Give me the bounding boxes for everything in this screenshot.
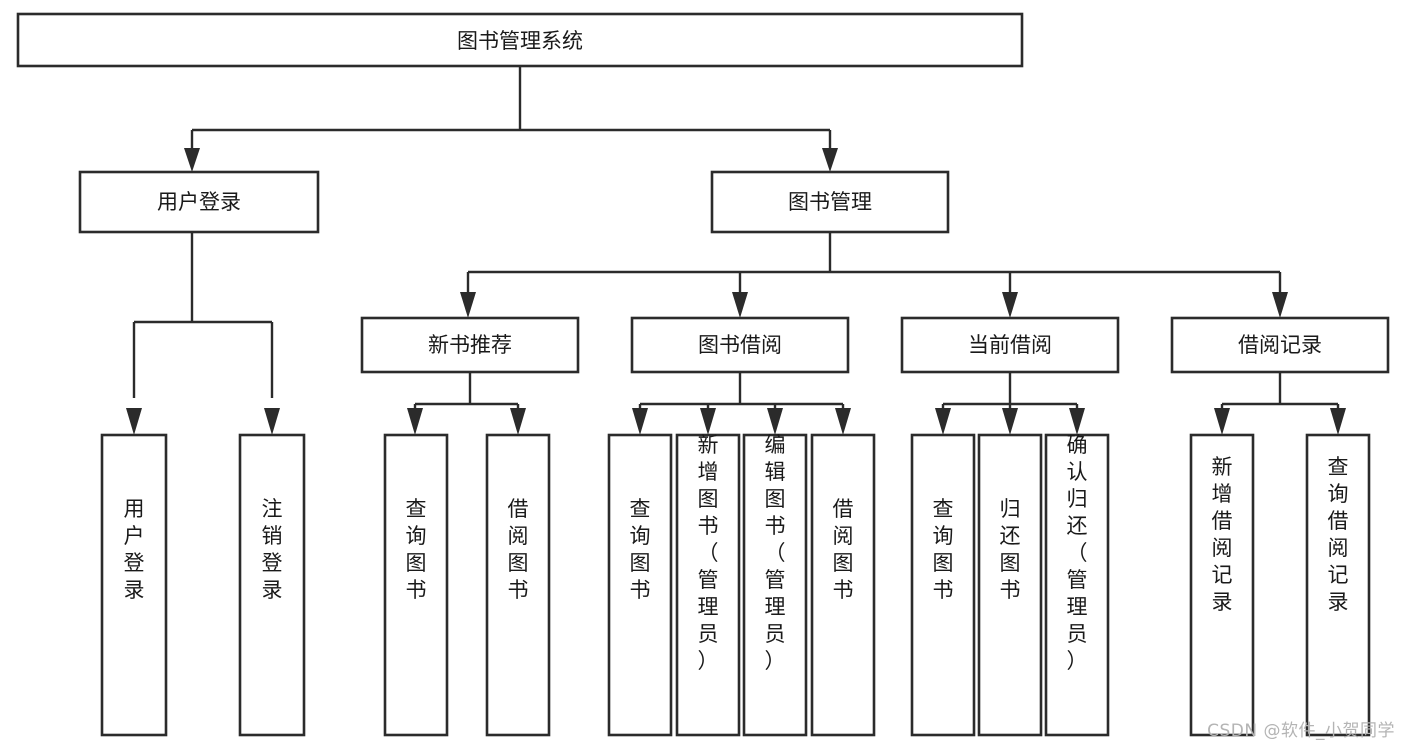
node-leaf-currentborrow-query-box[interactable] [910, 433, 976, 737]
arrow-head-borrowrecords [1272, 292, 1288, 318]
arrow-head-bookmgmt [822, 148, 838, 172]
arrow-head-leaf-bookborrow-1 [632, 408, 648, 435]
csdn-watermark: CSDN @软件_小贺同学 [1207, 721, 1395, 741]
node-root-label: 图书管理系统 [457, 29, 583, 53]
node-leaf-bookborrow-add[interactable]: 新增图书（管理员） [675, 433, 741, 737]
arrow-head-newbook [460, 292, 476, 318]
connector-group-userlogin [126, 232, 280, 435]
arrow-head-leaf-user-login-2 [264, 408, 280, 435]
node-leaf-user-login-logout-box[interactable] [238, 433, 306, 737]
node-leaf-borrowrecords-add-box[interactable] [1189, 433, 1255, 737]
node-leaf-bookborrow-query-box[interactable] [607, 433, 673, 737]
node-leaf-newbook-borrow-box[interactable] [485, 433, 551, 737]
node-leaf-bookborrow-borrow[interactable]: 借阅图书 [810, 433, 876, 737]
arrow-head-leaf-currentborrow-1 [935, 408, 951, 435]
node-leaf-user-login-logout[interactable]: 注销登录 [238, 433, 306, 737]
node-leaf-bookborrow-query-label: 查询图书 [630, 497, 651, 602]
connector-group-currentborrow [935, 372, 1085, 435]
node-book-management[interactable]: 图书管理 [710, 170, 950, 234]
node-leaf-borrowrecords-query-box[interactable] [1305, 433, 1371, 737]
arrow-head-leaf-borrowrecords-2 [1330, 408, 1346, 435]
node-leaf-newbook-query-label: 查询图书 [406, 497, 427, 602]
arrow-head-leaf-borrowrecords-1 [1214, 408, 1230, 435]
connector-group-borrowrecords [1214, 372, 1346, 435]
node-leaf-currentborrow-query-label: 查询图书 [933, 497, 954, 602]
node-book-management-label: 图书管理 [788, 190, 872, 214]
arrow-head-leaf-bookborrow-3 [767, 408, 783, 435]
node-borrow-records-label: 借阅记录 [1238, 333, 1322, 357]
node-leaf-user-login-login-label: 用户登录 [124, 497, 145, 602]
connector-group-bookborrow [632, 372, 851, 435]
node-current-borrow-label: 当前借阅 [968, 333, 1052, 357]
node-leaf-bookborrow-edit-box[interactable] [742, 433, 808, 737]
connector-group-newbook [407, 372, 526, 435]
node-new-book-recommend[interactable]: 新书推荐 [360, 316, 580, 374]
connector-group-root [184, 66, 838, 172]
node-leaf-bookborrow-query[interactable]: 查询图书 [607, 433, 673, 737]
node-leaf-borrowrecords-query[interactable]: 查询借阅记录 [1305, 433, 1371, 737]
node-leaf-currentborrow-return-box[interactable] [977, 433, 1043, 737]
node-leaf-bookborrow-edit[interactable]: 编辑图书（管理员） [742, 433, 808, 737]
node-leaf-newbook-borrow-label: 借阅图书 [508, 497, 529, 602]
arrow-head-leaf-newbook-2 [510, 408, 526, 435]
arrow-head-leaf-newbook-1 [407, 408, 423, 435]
node-leaf-bookborrow-borrow-label: 借阅图书 [833, 497, 854, 602]
node-borrow-records[interactable]: 借阅记录 [1170, 316, 1390, 374]
arrow-head-bookborrow [732, 292, 748, 318]
node-borrow-records-box[interactable] [1170, 316, 1390, 374]
node-leaf-currentborrow-confirm[interactable]: 确认归还（管理员） [1044, 433, 1110, 737]
node-leaf-borrowrecords-add-label: 新增借阅记录 [1212, 455, 1233, 614]
arrow-head-leaf-currentborrow-3 [1069, 408, 1085, 435]
arrow-head-userlogin [184, 148, 200, 172]
node-user-login[interactable]: 用户登录 [78, 170, 320, 234]
node-current-borrow-box[interactable] [900, 316, 1120, 374]
node-leaf-user-login-login-box[interactable] [100, 433, 168, 737]
node-leaf-newbook-borrow[interactable]: 借阅图书 [485, 433, 551, 737]
node-book-borrow-box[interactable] [630, 316, 850, 374]
node-leaf-newbook-query[interactable]: 查询图书 [383, 433, 449, 737]
node-book-borrow[interactable]: 图书借阅 [630, 316, 850, 374]
node-leaf-newbook-query-box[interactable] [383, 433, 449, 737]
node-leaf-bookborrow-add-label: 新增图书（管理员） [698, 433, 719, 673]
node-leaf-borrowrecords-add[interactable]: 新增借阅记录 [1189, 433, 1255, 737]
arrow-head-leaf-bookborrow-4 [835, 408, 851, 435]
node-user-login-label: 用户登录 [157, 190, 241, 214]
connector-group-bookmgmt [460, 232, 1288, 318]
node-leaf-bookborrow-edit-label: 编辑图书（管理员） [765, 433, 786, 673]
node-leaf-bookborrow-add-box[interactable] [675, 433, 741, 737]
arrow-head-leaf-currentborrow-2 [1002, 408, 1018, 435]
node-leaf-bookborrow-borrow-box[interactable] [810, 433, 876, 737]
node-leaf-currentborrow-return-label: 归还图书 [1000, 497, 1021, 602]
node-new-book-recommend-box[interactable] [360, 316, 580, 374]
node-book-management-box[interactable] [710, 170, 950, 234]
node-leaf-currentborrow-query[interactable]: 查询图书 [910, 433, 976, 737]
node-leaf-currentborrow-confirm-label: 确认归还（管理员） [1067, 433, 1088, 673]
node-leaf-user-login-login[interactable]: 用户登录 [100, 433, 168, 737]
node-leaf-borrowrecords-query-label: 查询借阅记录 [1328, 455, 1349, 614]
node-leaf-currentborrow-confirm-box[interactable] [1044, 433, 1110, 737]
node-root-box[interactable] [16, 12, 1024, 68]
arrow-head-leaf-bookborrow-2 [700, 408, 716, 435]
arrow-head-currentborrow [1002, 292, 1018, 318]
node-user-login-box[interactable] [78, 170, 320, 234]
node-leaf-user-login-logout-label: 注销登录 [262, 497, 283, 602]
node-book-borrow-label: 图书借阅 [698, 333, 782, 357]
node-leaf-currentborrow-return[interactable]: 归还图书 [977, 433, 1043, 737]
node-root[interactable]: 图书管理系统 [16, 12, 1024, 68]
arrow-head-leaf-user-login-1 [126, 408, 142, 435]
node-new-book-recommend-label: 新书推荐 [428, 333, 512, 357]
node-current-borrow[interactable]: 当前借阅 [900, 316, 1120, 374]
